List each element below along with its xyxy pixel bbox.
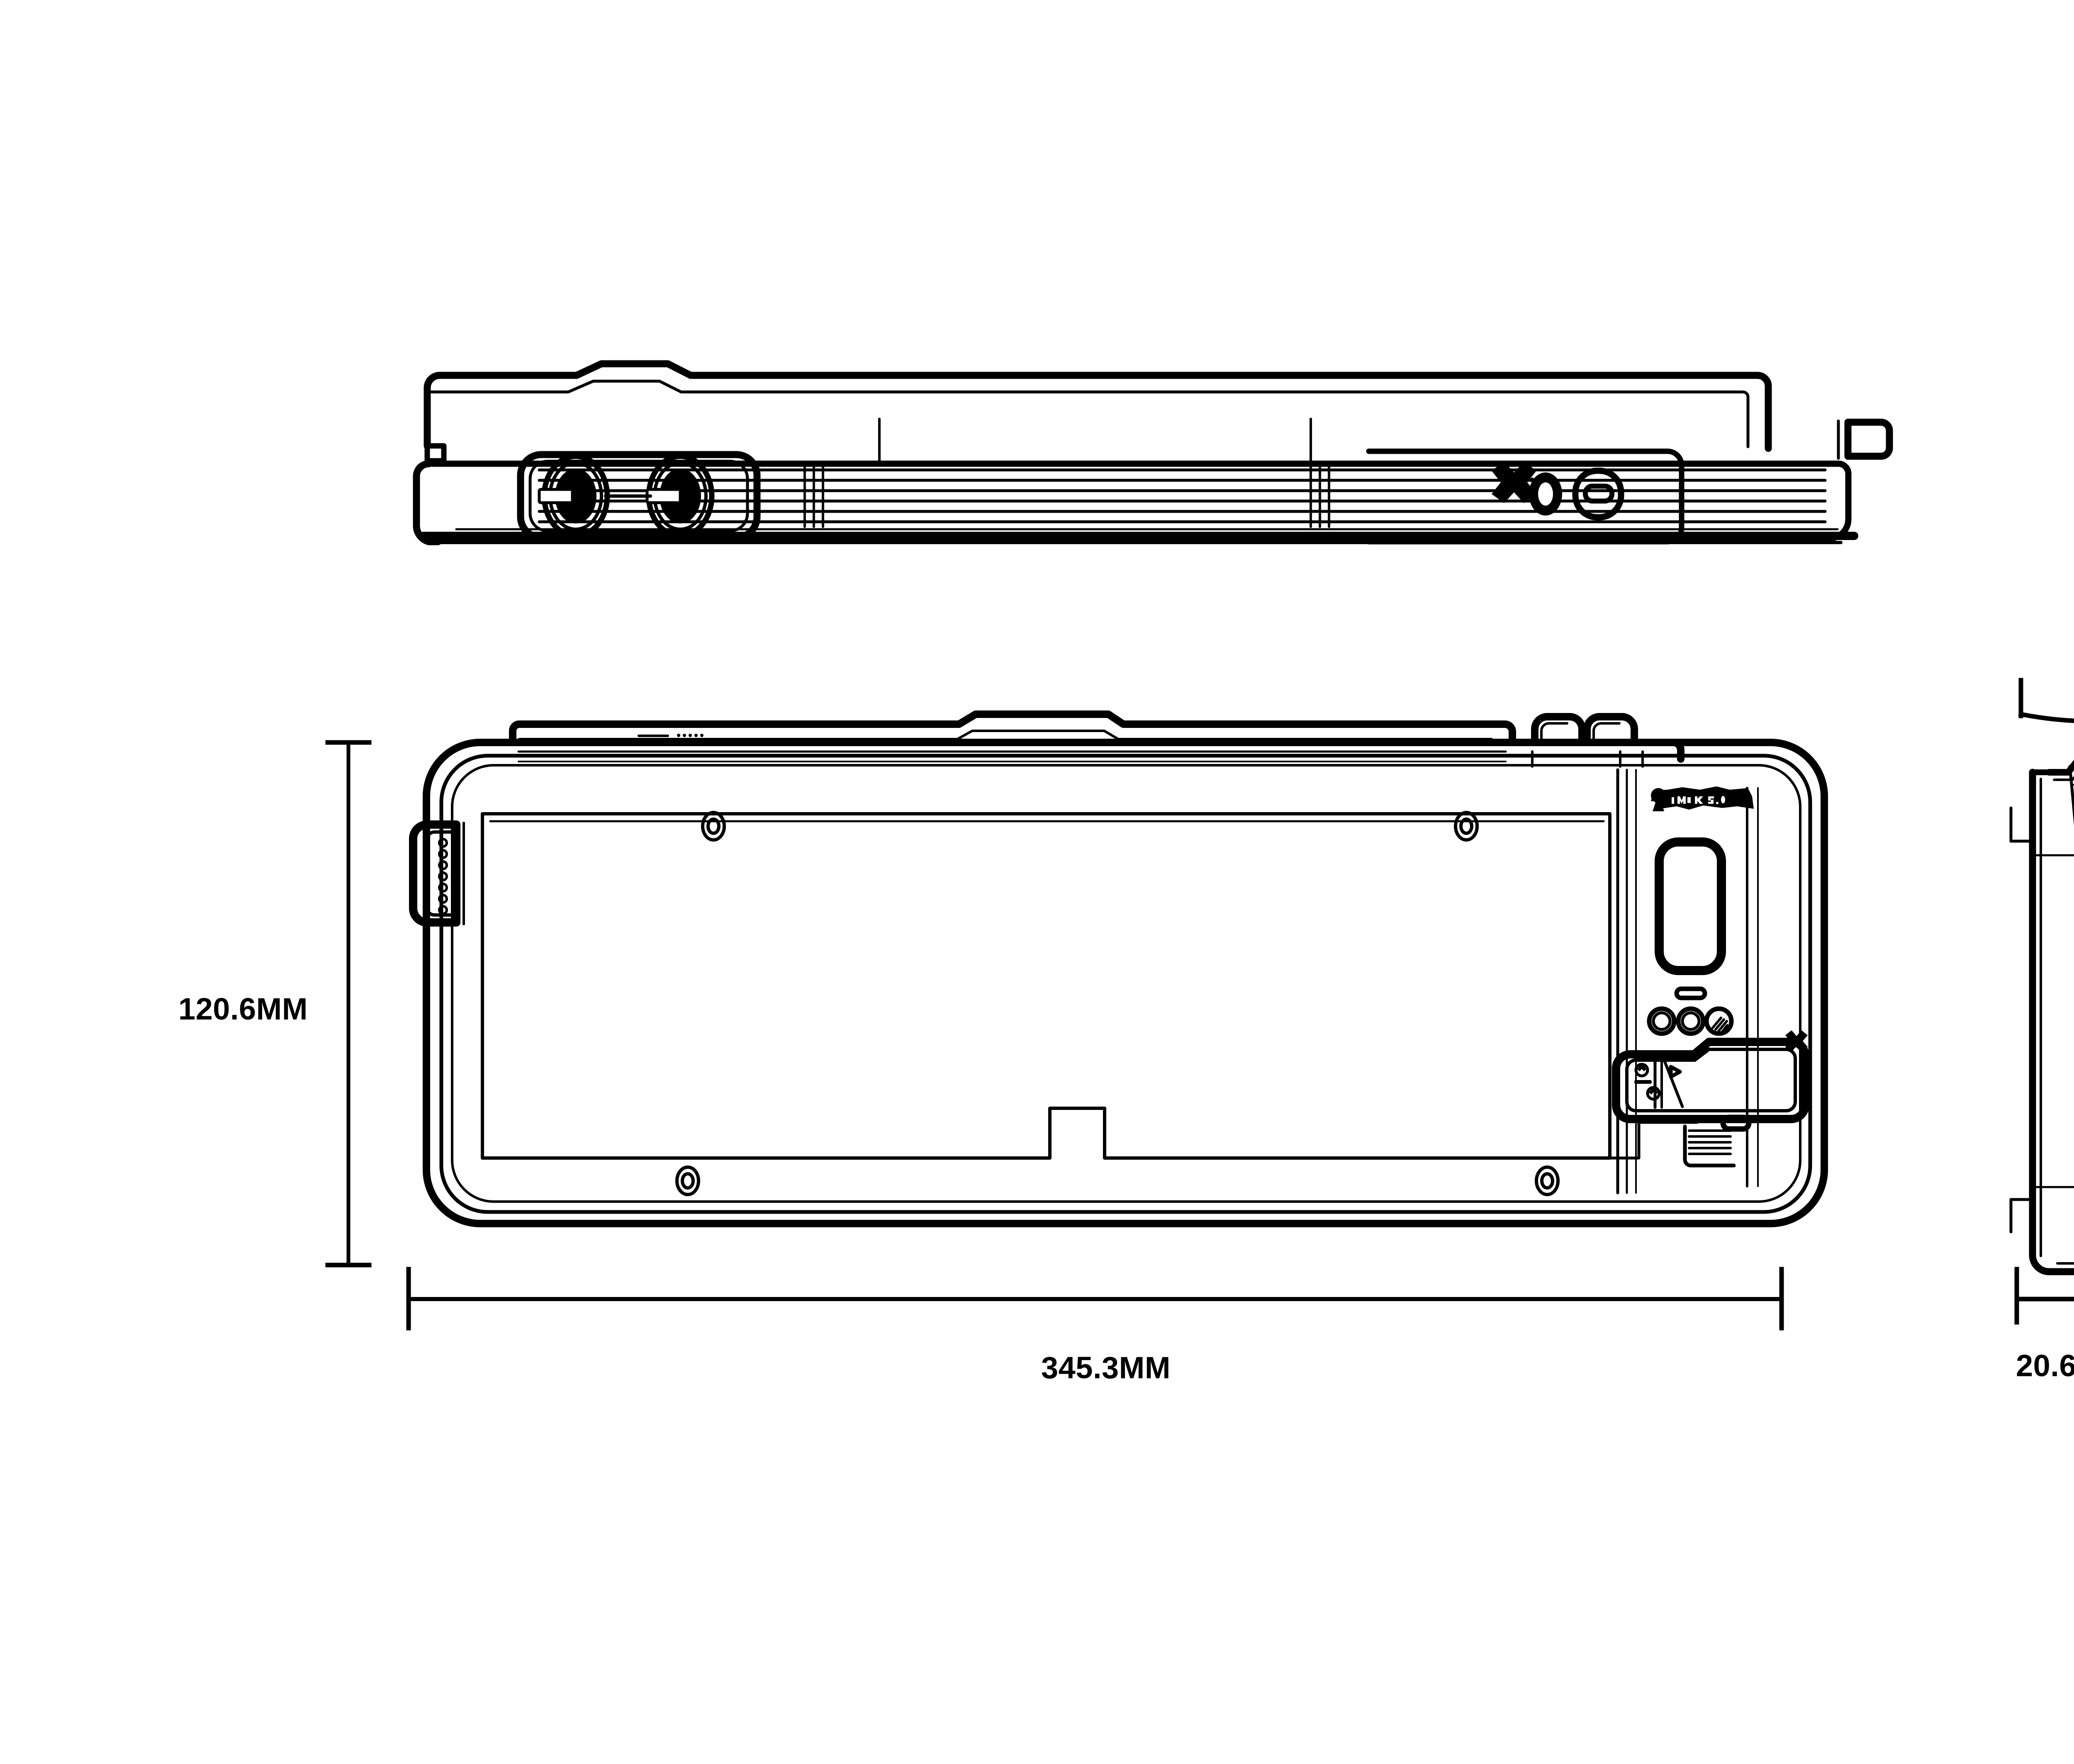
rubber-foot-right — [1583, 713, 1638, 745]
usb-c-port-icon — [1572, 467, 1624, 521]
bottom-plate — [481, 812, 1611, 1160]
door-screw — [1646, 1086, 1661, 1101]
view-side-profile — [2009, 759, 2074, 1275]
vent-window — [1655, 837, 1726, 975]
view-front-elevation — [413, 360, 1893, 545]
dimension-angle — [2018, 678, 2074, 723]
rotary-knob-right — [604, 453, 715, 539]
dimension-label-height: 120.6MM — [178, 992, 308, 1026]
dimension-label-width: 345.3MM — [1041, 1350, 1171, 1385]
plate-screw — [1454, 811, 1479, 842]
port-cluster — [1366, 448, 1685, 545]
dimension-height — [325, 740, 372, 1268]
dimension-label-depth: 20.6MM — [2016, 1348, 2074, 1383]
x-marking-icon — [1785, 1030, 1808, 1052]
brand-logo-mark30 — [1651, 786, 1754, 811]
rotary-knob-left — [538, 453, 610, 539]
dimension-width — [406, 1267, 1784, 1331]
round-button-2 — [1676, 1006, 1706, 1036]
dimension-depth — [2014, 1267, 2074, 1325]
contact-pin-tab — [409, 820, 465, 927]
status-slot — [1674, 986, 1707, 1000]
dimension-lines — [325, 678, 2074, 1331]
triangle-marking-icon — [1669, 1065, 1682, 1079]
view-bottom-plan — [409, 710, 1828, 1227]
plate-screw-group — [675, 811, 1560, 1196]
plate-screw — [675, 1165, 700, 1196]
rubber-foot-left — [1531, 713, 1586, 745]
door-screw — [1634, 1063, 1649, 1078]
plate-screw — [1535, 1165, 1560, 1196]
oval-slot — [1720, 1114, 1752, 1132]
knob-housing — [517, 451, 761, 541]
plate-screw — [701, 811, 726, 842]
reset-pinhole-icon — [1529, 472, 1562, 516]
round-button-1 — [1647, 1006, 1677, 1036]
x-marking-icon — [1492, 462, 1536, 503]
hatched-button — [1704, 1006, 1734, 1036]
exhaust-slats — [1688, 1129, 1732, 1155]
